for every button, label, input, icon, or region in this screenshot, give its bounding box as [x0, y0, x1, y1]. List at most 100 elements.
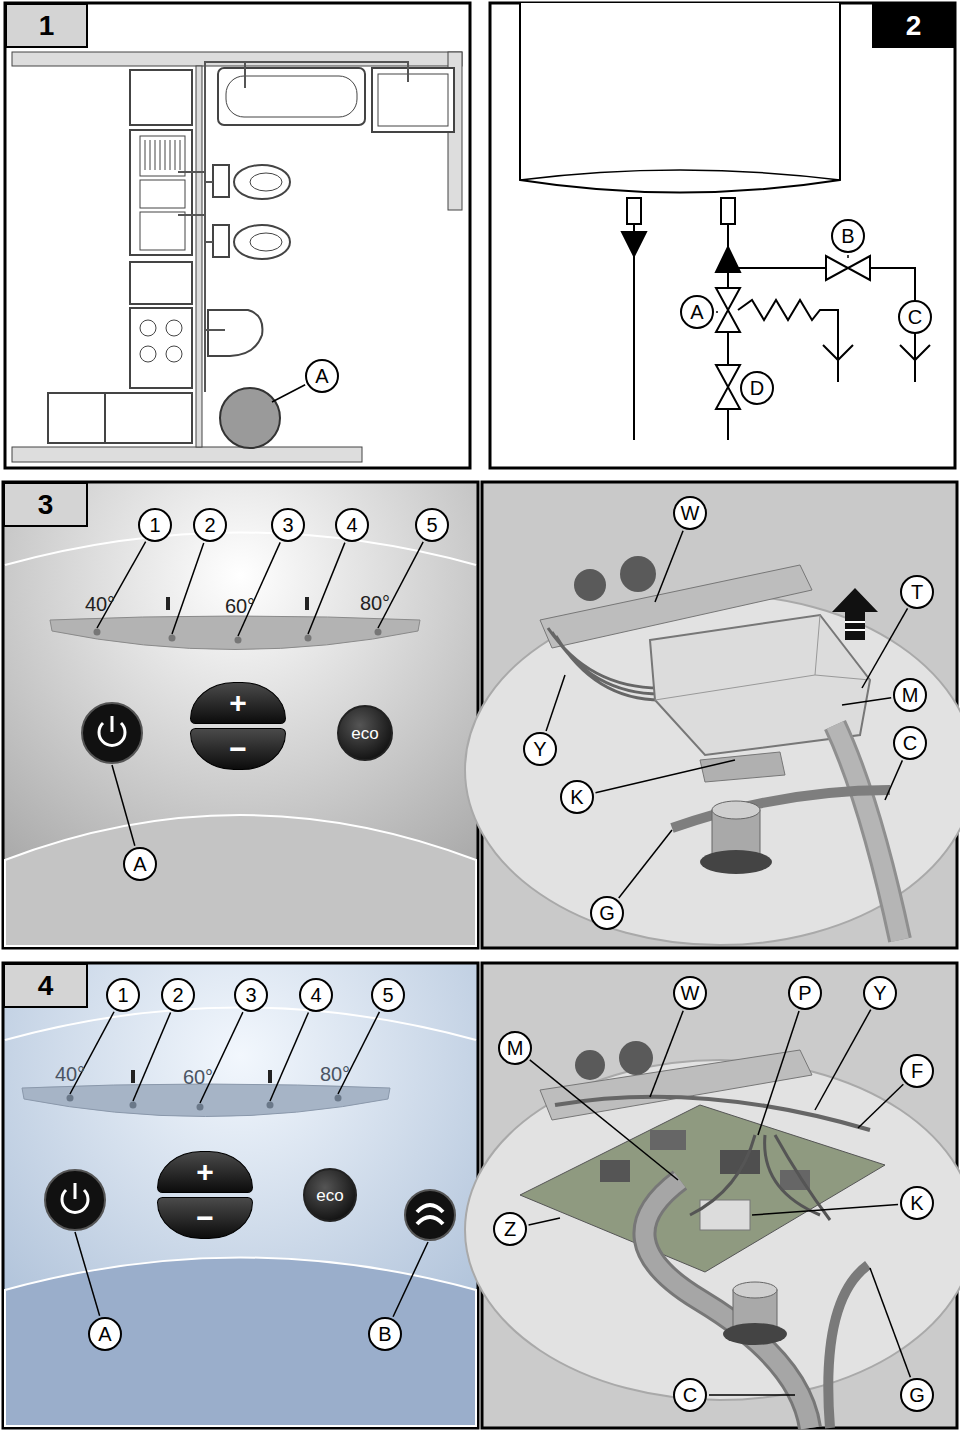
control-panel — [94, 629, 101, 636]
control-panel — [417, 1205, 443, 1224]
callout-letter: 4 — [335, 508, 369, 542]
eco-button: eco — [337, 705, 393, 761]
leader-line — [655, 531, 683, 602]
node-text: 1 — [39, 12, 55, 40]
control-panel — [50, 616, 420, 650]
floor-plan — [140, 212, 185, 250]
leader-lines — [70, 255, 915, 1395]
leader-line — [870, 1268, 910, 1377]
leader-line — [885, 760, 902, 800]
leader-line — [112, 765, 135, 846]
control-panel — [335, 1095, 342, 1102]
electronics-view — [650, 1130, 686, 1150]
leader-line — [842, 698, 891, 705]
control-panel — [82, 703, 142, 763]
node-text: 2 — [172, 985, 183, 1005]
callout-letter: Y — [523, 732, 557, 766]
hydraulic-schematic — [728, 268, 915, 360]
node-text: eco — [316, 1187, 343, 1204]
floor-plan — [12, 52, 462, 66]
electronics-view — [723, 1323, 787, 1345]
leader-line — [847, 255, 849, 258]
node-text: 5 — [426, 515, 437, 535]
control-panel — [305, 635, 312, 642]
scale-label: 60° — [225, 596, 255, 616]
callout-letter: 1 — [106, 978, 140, 1012]
floor-plan — [5, 3, 470, 468]
electronics-view — [700, 850, 772, 874]
scale-label: 80° — [320, 1064, 350, 1084]
node-text: 3 — [282, 515, 293, 535]
callout-letter: 3 — [271, 508, 305, 542]
node-text: K — [910, 1193, 923, 1213]
leader-line — [308, 543, 345, 634]
hydraulic-schematic — [738, 300, 838, 360]
control-panel — [3, 482, 478, 948]
control-panel — [45, 1170, 105, 1230]
callout-letter: F — [900, 1054, 934, 1088]
leader-line — [752, 1204, 898, 1215]
electronics-view — [832, 588, 878, 640]
electronics-view — [548, 628, 665, 700]
floor-plan — [196, 66, 202, 447]
leader-line — [172, 543, 204, 634]
control-panel — [267, 1102, 274, 1109]
panel-number: 3 — [3, 482, 88, 527]
callout-letter: 3 — [234, 978, 268, 1012]
floor-plan — [213, 225, 229, 257]
eco-button: eco — [303, 1168, 357, 1222]
scale-label: 80° — [360, 593, 390, 613]
leader-line — [914, 336, 916, 338]
control-panel — [169, 635, 176, 642]
node-text: D — [750, 378, 764, 398]
leader-line — [270, 1012, 308, 1101]
control-panel — [74, 1183, 77, 1199]
leader-line — [596, 760, 736, 793]
node-text: M — [902, 685, 919, 705]
floor-plan — [378, 74, 448, 126]
control-button: − — [190, 728, 286, 770]
panel-number: 4 — [3, 963, 88, 1008]
node-text: T — [911, 582, 923, 602]
panel-number: 2 — [872, 3, 955, 48]
floor-plan — [178, 62, 408, 392]
hydraulic-schematic — [520, 3, 840, 193]
floor-plan — [105, 393, 192, 443]
node-text: G — [599, 903, 615, 923]
floor-plan — [208, 310, 262, 356]
callout-letter: G — [590, 896, 624, 930]
callout-letter: 2 — [193, 508, 227, 542]
leader-line — [815, 1010, 871, 1110]
leader-line — [378, 542, 423, 628]
callout-letter: K — [560, 780, 594, 814]
node-text: B — [378, 1324, 391, 1344]
leader-line — [716, 311, 718, 313]
node-text: Y — [873, 983, 886, 1003]
leader-line — [200, 1012, 243, 1103]
floor-plan — [166, 320, 182, 336]
node-text: Y — [533, 739, 546, 759]
electronics-view — [465, 1060, 960, 1400]
callout-letter: B — [368, 1317, 402, 1351]
node-text: A — [315, 366, 328, 386]
callout-letter: G — [900, 1378, 934, 1412]
electronics-view — [655, 615, 870, 700]
floor-plan — [145, 140, 180, 170]
floor-plan — [130, 308, 192, 388]
node-text: 4 — [38, 972, 54, 1000]
electronics-view — [520, 1105, 885, 1272]
electronics-view — [620, 556, 656, 592]
node-text: 1 — [117, 985, 128, 1005]
node-text: W — [681, 503, 700, 523]
node-text: Z — [504, 1219, 516, 1239]
node-text: 4 — [346, 515, 357, 535]
callout-letter: M — [498, 1031, 532, 1065]
hydraulic-schematic — [520, 170, 840, 180]
leader-line — [393, 1242, 428, 1317]
node-text: + — [196, 1157, 214, 1187]
callout-letter: C — [893, 726, 927, 760]
callout-letter: C — [673, 1378, 707, 1412]
callout-letter: 2 — [161, 978, 195, 1012]
leader-line — [862, 608, 908, 688]
